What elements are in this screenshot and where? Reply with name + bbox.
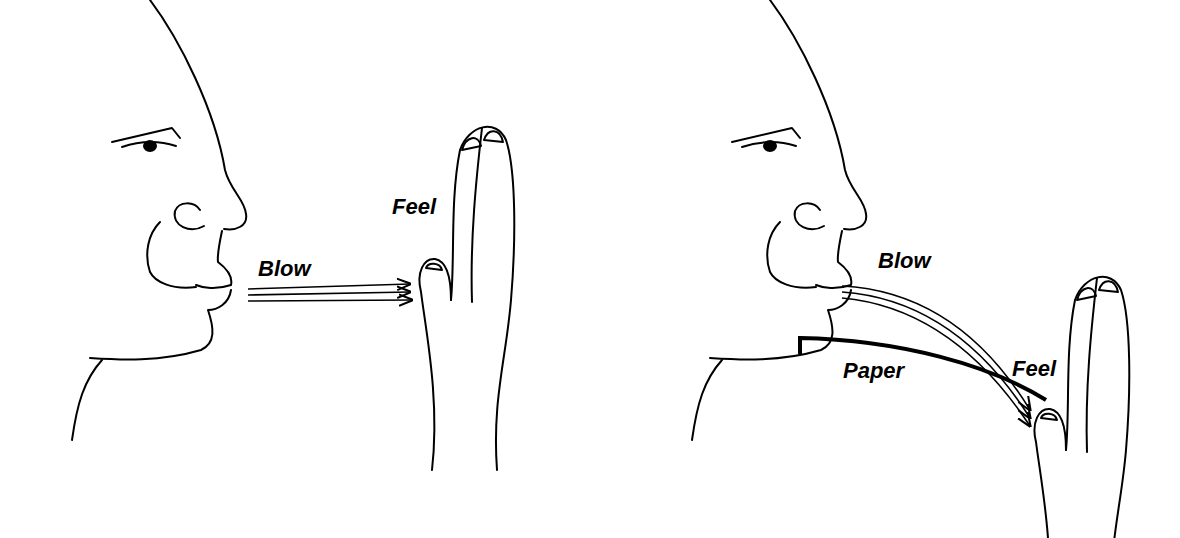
text-label: Feel — [1012, 358, 1056, 380]
text-label: Feel — [392, 196, 436, 218]
text-label: Blow — [258, 258, 311, 280]
text-label: Paper — [843, 360, 904, 382]
text-label: Blow — [878, 250, 931, 272]
